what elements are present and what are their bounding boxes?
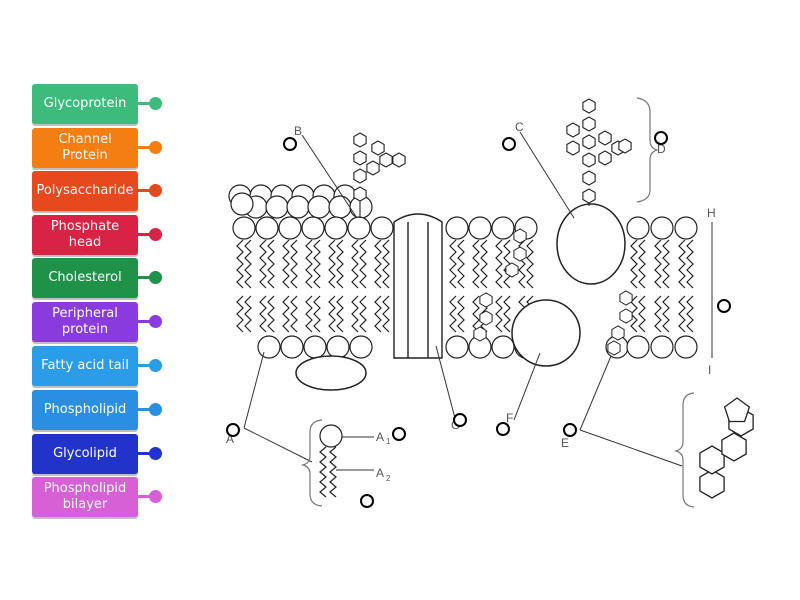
connector-pin-icon[interactable] <box>149 97 162 110</box>
cholesterol-molecules <box>473 228 633 356</box>
label-tile-text: Peripheral protein <box>52 306 118 337</box>
peripheral-protein-bottom <box>295 355 367 391</box>
label-tile[interactable]: Glycolipid <box>32 434 138 474</box>
drop-target-b[interactable] <box>283 137 297 151</box>
letter-a2-subscript: 2 <box>386 474 391 483</box>
connector-line <box>138 452 150 455</box>
label-tile-text: Phospholipid <box>43 402 127 417</box>
phospholipid-bilayer <box>228 184 698 359</box>
drop-target-a[interactable] <box>226 423 240 437</box>
label-tile-text: Glycolipid <box>53 446 117 461</box>
drop-target-f[interactable] <box>496 422 510 436</box>
connector-line <box>138 320 150 323</box>
drop-target-e[interactable] <box>563 423 577 437</box>
connector-line <box>138 233 150 236</box>
glycoprotein <box>556 203 626 285</box>
letter-c: C <box>515 120 524 134</box>
connector-pin-icon[interactable] <box>149 447 162 460</box>
connector-pin-icon[interactable] <box>149 359 162 372</box>
label-tile-text: Cholesterol <box>48 270 122 285</box>
connector-pin-icon[interactable] <box>149 228 162 241</box>
drop-target-h-i[interactable] <box>717 299 731 313</box>
letter-a2: A <box>376 466 384 480</box>
connector-pin-icon[interactable] <box>149 271 162 284</box>
label-tile[interactable]: Glycoprotein <box>32 84 138 124</box>
connector-line <box>138 495 150 498</box>
connector-pin-icon[interactable] <box>149 141 162 154</box>
label-tile[interactable]: Channel Protein <box>32 128 138 168</box>
connector-line <box>138 364 150 367</box>
drop-target-d[interactable] <box>654 131 668 145</box>
label-tile-text: Phospholipid bilayer <box>43 481 127 512</box>
label-tile[interactable]: Polysaccharide <box>32 171 138 211</box>
connector-pin-icon[interactable] <box>149 403 162 416</box>
connector-line <box>138 276 150 279</box>
braces <box>300 97 695 508</box>
label-tile[interactable]: Phospholipid bilayer <box>32 477 138 517</box>
letter-h: H <box>707 206 716 220</box>
letter-e: E <box>561 436 569 450</box>
drop-target-a1[interactable] <box>392 427 406 441</box>
letter-a: A <box>226 432 234 446</box>
drop-target-c[interactable] <box>502 137 516 151</box>
peripheral-protein-inner <box>511 299 581 367</box>
phospholipid-diagram <box>319 424 343 498</box>
label-tile[interactable]: Peripheral protein <box>32 302 138 342</box>
cholesterol-structure <box>699 397 754 499</box>
connector-line <box>138 146 150 149</box>
letter-b: B <box>294 124 302 138</box>
drop-target-a2[interactable] <box>360 494 374 508</box>
channel-protein <box>393 213 443 359</box>
leader-lines <box>243 131 713 471</box>
letter-a1-subscript: 1 <box>386 437 391 446</box>
polysaccharide-chains <box>353 98 632 218</box>
connector-pin-icon[interactable] <box>149 315 162 328</box>
diagram-letters: B C D H I A G F E A 1 A 2 <box>226 120 716 483</box>
label-tile-text: Fatty acid tail <box>41 358 129 373</box>
label-tile-text: Glycoprotein <box>43 96 127 111</box>
label-tile[interactable]: Phospholipid <box>32 390 138 430</box>
label-tile[interactable]: Cholesterol <box>32 258 138 298</box>
letter-f: F <box>506 411 513 425</box>
letter-a1: A <box>376 430 384 444</box>
connector-line <box>138 408 150 411</box>
label-tile-text: Phosphate head <box>50 219 120 250</box>
label-tile-text: Polysaccharide <box>36 183 134 198</box>
connector-line <box>138 189 150 192</box>
letter-d: D <box>657 142 666 156</box>
label-tile[interactable]: Fatty acid tail <box>32 346 138 386</box>
connector-pin-icon[interactable] <box>149 184 162 197</box>
letter-i: I <box>708 363 711 377</box>
connector-line <box>138 102 150 105</box>
label-tile[interactable]: Phosphate head <box>32 215 138 255</box>
connector-pin-icon[interactable] <box>149 490 162 503</box>
label-tile-text: Channel Protein <box>58 132 112 163</box>
drop-target-g[interactable] <box>453 413 467 427</box>
